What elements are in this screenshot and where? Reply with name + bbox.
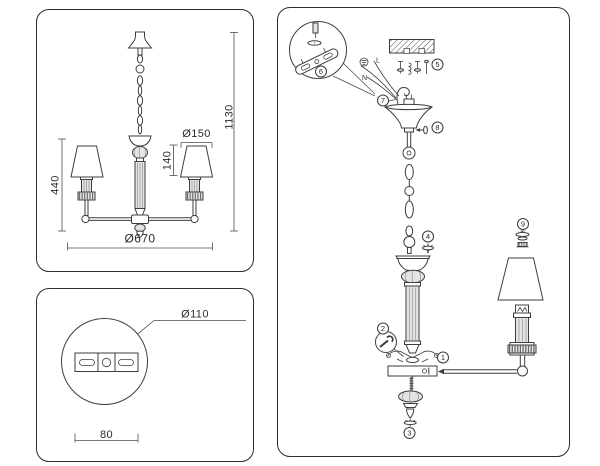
- dim-shade-diameter-label: Ø150: [182, 128, 211, 140]
- callout-4: 4: [422, 230, 434, 243]
- mount-plate-view: [61, 318, 148, 405]
- canopy-front: [127, 31, 153, 56]
- dim-shade-height: 140: [162, 144, 178, 176]
- ceiling-hatch: [389, 39, 435, 54]
- dim-slot-spacing: 80: [74, 429, 139, 443]
- candle-left: [70, 145, 104, 216]
- callout-6-label: 6: [319, 67, 323, 76]
- callout-9-label: 9: [521, 220, 525, 229]
- callout-8: 8: [431, 121, 444, 134]
- dim-slot-spacing-label: 80: [100, 429, 113, 441]
- callout-2: 2: [377, 322, 389, 335]
- panel-front-view: 1130 440 Ø150 140 Ø670: [36, 9, 254, 272]
- dim-plate-diameter-label: Ø110: [181, 309, 209, 321]
- panel-assembly-view: 5 6: [277, 7, 570, 457]
- dim-body-height-label: 440: [50, 175, 62, 195]
- dim-body-height: 440: [50, 138, 66, 232]
- arm-joint-ornament: [386, 350, 439, 364]
- dim-total-diameter-label: Ø670: [125, 232, 156, 246]
- socket-column: [507, 312, 537, 377]
- mounting-bracket-detail: [295, 22, 339, 75]
- bottom-stack: [398, 377, 423, 427]
- ground-icon: [359, 57, 369, 67]
- dim-total-diameter: Ø670: [67, 232, 213, 251]
- lamp-holder: [515, 304, 529, 314]
- callout-2-label: 2: [381, 324, 385, 333]
- supply-wires: L N: [359, 57, 400, 101]
- callout-1: 1: [437, 351, 449, 364]
- bracket-detail-balloon: 6: [289, 21, 376, 97]
- canopy-screw: [415, 125, 428, 135]
- arm-tube: [438, 368, 517, 375]
- callout-3: 3: [403, 427, 416, 439]
- candle-right: [179, 145, 214, 216]
- center-column: [134, 157, 146, 216]
- arm-left: [81, 214, 132, 224]
- shade-screw: [515, 230, 530, 248]
- lampshade-part: [497, 257, 544, 301]
- loop-screw: [422, 243, 434, 253]
- dim-total-height-label: 1130: [224, 104, 236, 129]
- callout-9: 9: [517, 218, 529, 230]
- chain-front: [135, 54, 145, 135]
- callout-7: 7: [377, 94, 389, 107]
- column-part: [404, 282, 421, 354]
- wire-live-label: L: [376, 58, 380, 65]
- wire-neutral-label: N: [362, 75, 367, 82]
- canopy-part: [384, 94, 433, 133]
- center-bowl: [128, 135, 152, 147]
- dim-plate-diameter: Ø110: [137, 309, 246, 335]
- callout-1-label: 1: [441, 353, 445, 362]
- chain-assembly: [402, 132, 416, 254]
- melon-bead: [132, 146, 148, 159]
- callout-5-label: 5: [435, 60, 439, 69]
- bottom-finial: [134, 223, 146, 239]
- callout-6: 6: [315, 65, 327, 78]
- hub-part: [387, 365, 438, 379]
- arm-right: [148, 214, 199, 224]
- callout-7-label: 7: [381, 96, 385, 105]
- panel-mount-view: Ø110 80: [36, 288, 254, 462]
- callout-5: 5: [431, 58, 444, 71]
- ceiling-hook: [388, 86, 410, 105]
- dim-total-height: 1130: [224, 32, 238, 232]
- dim-shade-height-label: 140: [162, 151, 174, 171]
- melon-bead-part: [401, 269, 425, 284]
- callout-3-label: 3: [407, 429, 411, 438]
- wrench-detail-balloon: [375, 331, 404, 357]
- callout-8-label: 8: [435, 123, 439, 132]
- dim-shade-diameter: Ø150: [180, 128, 213, 148]
- center-hub: [131, 214, 149, 224]
- callout-4-label: 4: [426, 232, 430, 241]
- center-bowl-part: [395, 255, 431, 271]
- mounting-hardware-icons: [397, 59, 429, 75]
